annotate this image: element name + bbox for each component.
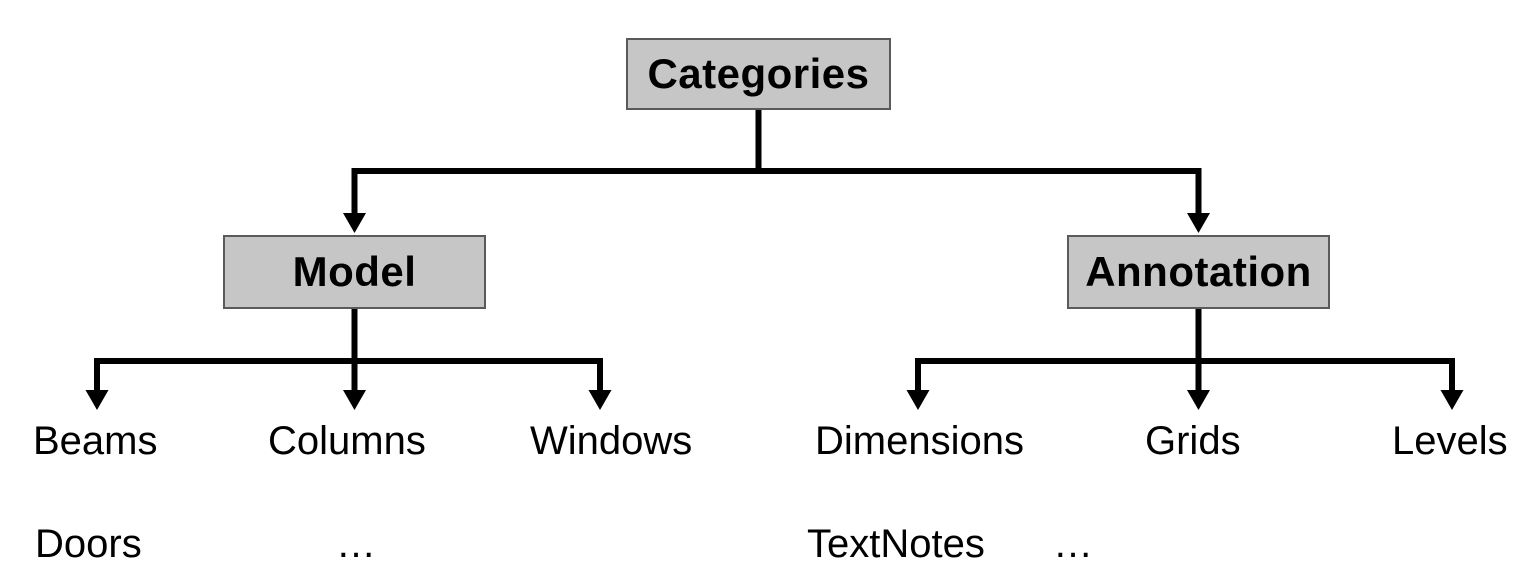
leaf-columns: Columns [268, 419, 426, 463]
leaf-grids: Grids [1145, 419, 1241, 463]
node-categories: Categories [626, 38, 891, 110]
arrow-down-icon [1187, 213, 1210, 233]
leaf-textnotes: TextNotes [807, 522, 985, 566]
leaf-beams: Beams [33, 419, 158, 463]
arrow-down-icon [588, 390, 612, 410]
arrow-down-icon [343, 390, 366, 410]
node-annotation-label: Annotation [1085, 248, 1312, 295]
connector-annotation-to-leaves [906, 309, 1464, 410]
arrow-down-icon [906, 390, 930, 410]
node-model-label: Model [292, 248, 417, 295]
arrow-down-icon [85, 390, 109, 410]
connector-model-to-leaves [85, 309, 612, 410]
annotation-rail-line [915, 358, 1455, 392]
leaf-model-ellipsis: … [336, 522, 376, 566]
model-rail-line [94, 358, 603, 392]
node-model: Model [223, 235, 486, 309]
arrow-down-icon [1440, 390, 1464, 410]
arrow-down-icon [343, 213, 366, 233]
leaf-dimensions: Dimensions [815, 419, 1024, 463]
connector-root-to-branches [343, 110, 1210, 233]
arrow-down-icon [1187, 390, 1210, 410]
leaf-levels: Levels [1392, 419, 1508, 463]
leaf-annotation-ellipsis: … [1053, 522, 1093, 566]
branch-rail-line [351, 168, 1202, 216]
node-categories-label: Categories [647, 50, 870, 97]
leaf-doors: Doors [35, 522, 142, 566]
node-annotation: Annotation [1067, 235, 1330, 309]
leaf-windows: Windows [530, 419, 693, 463]
